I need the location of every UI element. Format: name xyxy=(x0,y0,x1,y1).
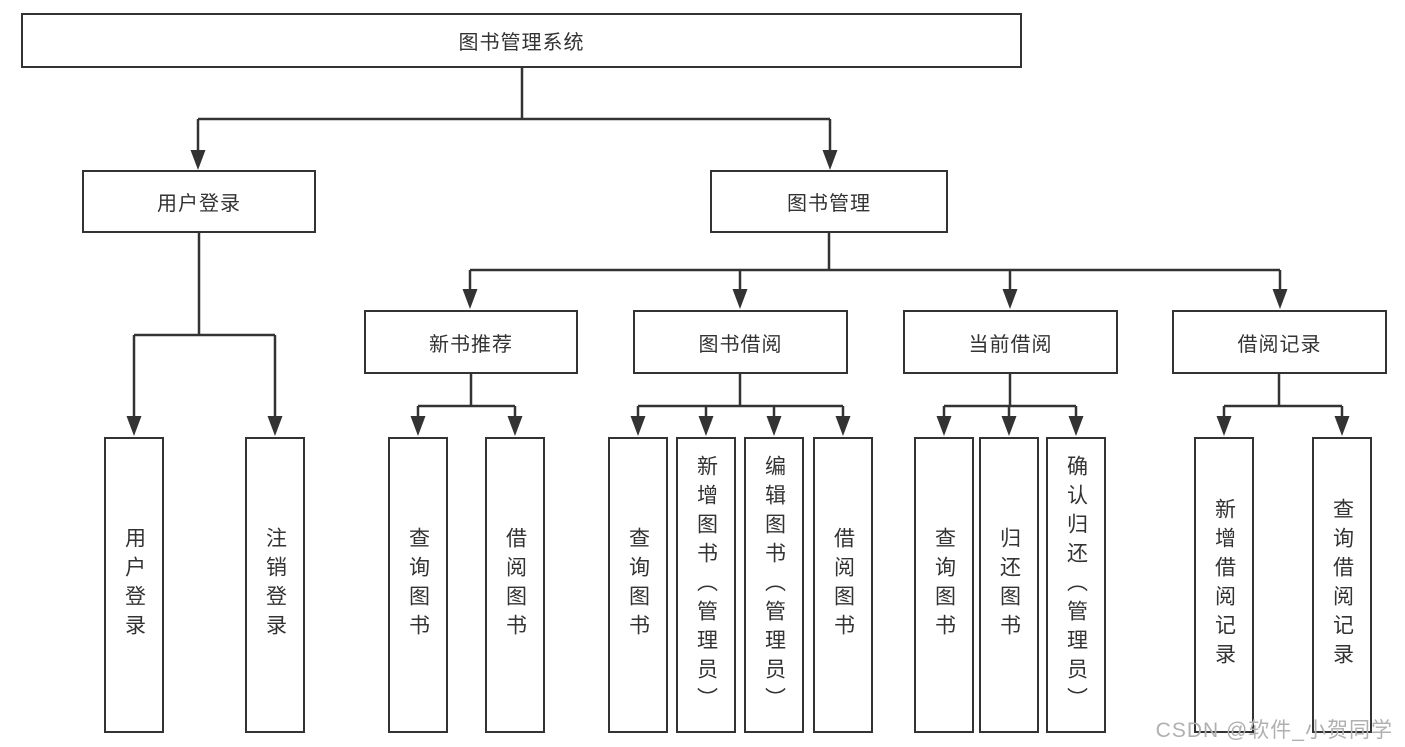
leaf-current-return-books: 归还图书 xyxy=(979,437,1039,733)
leaf-records-search-record-label: 查询借阅记录 xyxy=(1330,498,1354,672)
leaf-user-login-label: 用户登录 xyxy=(122,527,146,643)
node-new-book-recommend-label: 新书推荐 xyxy=(429,333,513,356)
leaf-borrow-edit-books-admin-label: 编辑图书（管理员） xyxy=(762,454,786,716)
leaf-current-confirm-return-admin-label: 确认归还（管理员） xyxy=(1064,454,1088,716)
node-library-system-label: 图书管理系统 xyxy=(458,32,585,54)
node-book-management: 图书管理 xyxy=(710,170,948,233)
node-borrow-records: 借阅记录 xyxy=(1172,310,1387,374)
leaf-current-search-books: 查询图书 xyxy=(914,437,974,733)
node-book-borrow-label: 图书借阅 xyxy=(698,333,783,356)
node-borrow-records-label: 借阅记录 xyxy=(1237,333,1322,356)
leaf-logout-label: 注销登录 xyxy=(263,527,287,643)
leaf-current-search-books-label: 查询图书 xyxy=(932,527,956,643)
leaf-borrow-add-books-admin: 新增图书（管理员） xyxy=(676,437,736,733)
leaf-records-add-record-label: 新增借阅记录 xyxy=(1212,498,1236,672)
node-library-system: 图书管理系统 xyxy=(21,13,1022,68)
leaf-recommend-search-books-label: 查询图书 xyxy=(406,527,430,643)
leaf-borrow-add-books-admin-label: 新增图书（管理员） xyxy=(694,454,718,716)
leaf-recommend-search-books: 查询图书 xyxy=(388,437,448,733)
leaf-user-login: 用户登录 xyxy=(104,437,164,733)
csdn-watermark: CSDN @软件_小贺同学 xyxy=(1155,719,1393,742)
leaf-recommend-borrow-books: 借阅图书 xyxy=(485,437,545,733)
leaf-records-add-record: 新增借阅记录 xyxy=(1194,437,1254,733)
node-current-borrow-label: 当前借阅 xyxy=(968,333,1053,356)
leaf-logout: 注销登录 xyxy=(245,437,305,733)
leaf-records-search-record: 查询借阅记录 xyxy=(1312,437,1372,733)
node-current-borrow: 当前借阅 xyxy=(903,310,1118,374)
leaf-current-confirm-return-admin: 确认归还（管理员） xyxy=(1046,437,1106,733)
node-user-login-label: 用户登录 xyxy=(157,193,241,215)
node-book-management-label: 图书管理 xyxy=(787,193,871,215)
leaf-current-return-books-label: 归还图书 xyxy=(997,527,1021,643)
node-user-login: 用户登录 xyxy=(82,170,316,233)
leaf-recommend-borrow-books-label: 借阅图书 xyxy=(503,527,527,643)
leaf-borrow-borrow-books: 借阅图书 xyxy=(813,437,873,733)
leaf-borrow-borrow-books-label: 借阅图书 xyxy=(831,527,855,643)
leaf-borrow-edit-books-admin: 编辑图书（管理员） xyxy=(744,437,804,733)
node-new-book-recommend: 新书推荐 xyxy=(364,310,578,374)
leaf-borrow-search-books-label: 查询图书 xyxy=(626,527,650,643)
leaf-borrow-search-books: 查询图书 xyxy=(608,437,668,733)
node-book-borrow: 图书借阅 xyxy=(633,310,848,374)
